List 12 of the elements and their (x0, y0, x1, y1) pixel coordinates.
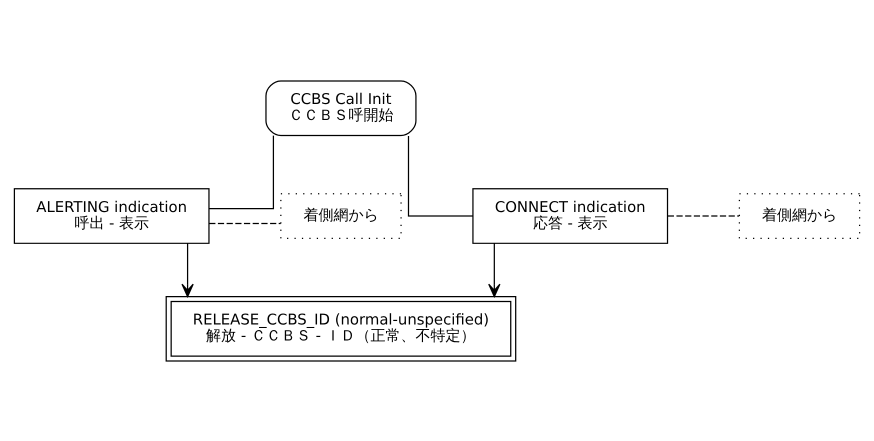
node-box: 着側網から (738, 192, 860, 238)
connector (668, 214, 740, 216)
node-box: RELEASE_CCBS_ID (normal-unspecified) 解放 - ＣＣＢＳ - ＩＤ（正常、不特定） (166, 295, 516, 362)
node-box: ALERTING indication 呼出 - 表示 (14, 188, 210, 244)
node-box: CCBS Call Init ＣＣＢＳ呼開始 (265, 80, 417, 136)
node-box: 着側網から (280, 192, 402, 238)
connector (209, 135, 274, 209)
arrow (488, 242, 501, 297)
connector (209, 222, 281, 224)
arrow (181, 242, 194, 297)
connector (408, 135, 473, 216)
node-box: CONNECT indication 応答 - 表示 (472, 188, 668, 244)
